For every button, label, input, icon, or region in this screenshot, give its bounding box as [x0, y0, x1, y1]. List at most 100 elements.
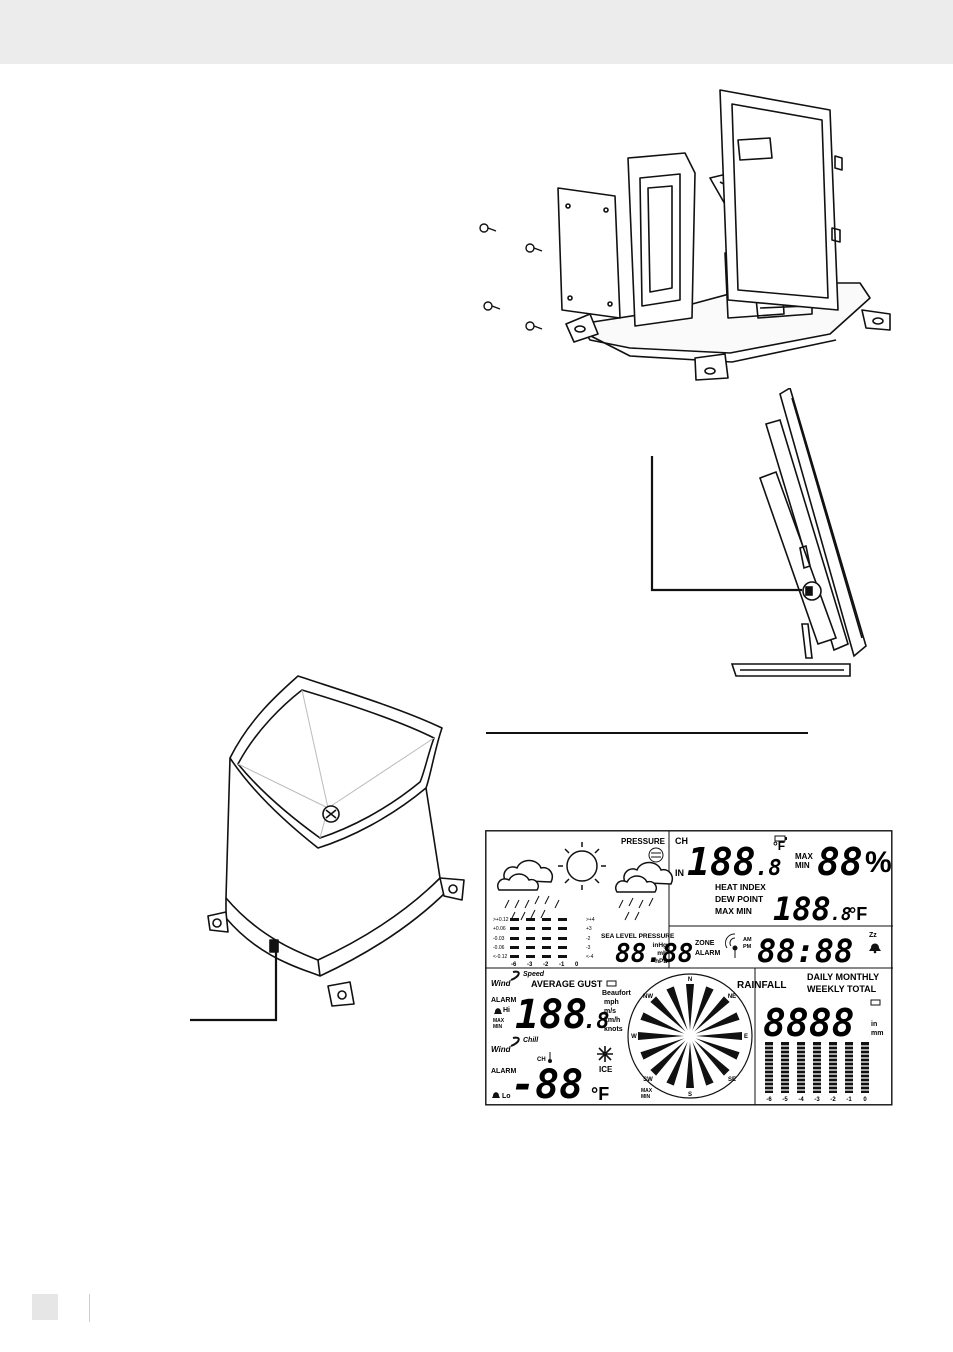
chill-digits: -88 — [511, 1062, 583, 1106]
snooze-label: Zz — [869, 932, 877, 939]
hi-bell-icon — [494, 1008, 502, 1014]
wind-compass: N NE E SE S SW W NW — [627, 973, 753, 1099]
pressure-unit-1: mb — [657, 950, 667, 957]
am-label: AM — [743, 937, 752, 943]
rain-period-line2: WEEKLY TOTAL — [807, 984, 877, 994]
rainfall-label: RAINFALL — [737, 980, 786, 991]
forecast-area: PRESSURE — [497, 837, 673, 921]
thermometer-icon — [548, 1052, 552, 1063]
rain-history-bars — [765, 1042, 869, 1093]
history-right-label-4: <-4 — [586, 954, 594, 960]
average-gust-label: AVERAGE GUST — [531, 979, 603, 989]
page-number-box — [32, 1294, 58, 1320]
compass-se: SE — [728, 1077, 736, 1083]
hi-label: Hi — [503, 1007, 510, 1014]
base-station-side-illustration — [650, 388, 867, 677]
rain-period-line1: DAILY MONTHLY — [807, 972, 879, 982]
time-digits: 88:88 — [757, 932, 853, 970]
pm-label: PM — [743, 944, 752, 950]
rain-axis-2: -4 — [798, 1097, 804, 1103]
pressure-unit-2: hPa — [655, 958, 667, 965]
min-label: MIN — [795, 861, 810, 870]
chill-channel-label: CH — [537, 1057, 546, 1063]
lo-bell-icon — [492, 1092, 500, 1098]
lcd-display-diagram: PRESSURE >+0.12 +0.06 -0.03 -0.06 <-0.12 — [485, 830, 893, 1106]
rain-axis-1: -5 — [782, 1097, 788, 1103]
temperature-unit: °F — [773, 839, 785, 853]
cloud-rain-left-icon — [497, 859, 553, 891]
connector-callout-line — [650, 456, 802, 592]
rain-axis-0: -6 — [766, 1097, 772, 1103]
history-left-label-0: >+0.12 — [493, 917, 509, 923]
wind-unit-0: Beaufort — [602, 990, 631, 997]
derived-unit: °F — [849, 904, 867, 924]
history-left-label-1: +0.06 — [493, 926, 506, 932]
derived-decimal: .8 — [830, 904, 852, 925]
rain-bar-segments — [763, 1045, 871, 1091]
history-bars — [510, 918, 567, 958]
chill-wind-label: Wind — [491, 1045, 512, 1054]
rain-unit-mm: mm — [871, 1030, 883, 1037]
history-axis-4: 0 — [575, 962, 579, 968]
dew-point-label: DEW POINT — [715, 894, 764, 904]
history-axis-3: -1 — [559, 962, 565, 968]
speed-label: Speed — [523, 971, 545, 978]
sensor-assembly-illustration — [479, 89, 891, 381]
wind-unit-3: km/h — [604, 1017, 620, 1024]
pressure-label: PRESSURE — [621, 837, 666, 846]
compass-rose — [638, 984, 742, 1088]
indoor-label: IN — [675, 868, 684, 878]
compass-n: N — [688, 977, 692, 983]
cloud-storm-right-icon — [615, 861, 673, 893]
history-left-label-4: <-0.12 — [493, 954, 508, 960]
rain-axis-6: 0 — [863, 1097, 867, 1103]
radio-signal-icon — [724, 933, 738, 958]
chill-alarm-label: ALARM — [491, 1068, 516, 1075]
wind-area: Wind Speed AVERAGE GUST ALARM Hi MAX MIN… — [491, 970, 631, 1038]
channel-label: CH — [675, 836, 688, 846]
wind-min-label: MIN — [493, 1024, 503, 1030]
wind-digits: 188 — [515, 992, 587, 1038]
rain-digits: 8888 — [763, 1001, 855, 1045]
rain-battery-icon — [870, 999, 881, 1006]
wind-decimal: .8 — [583, 1009, 610, 1034]
chill-swirl-icon — [510, 1036, 520, 1047]
compass-w: W — [631, 1034, 637, 1040]
header-band — [0, 0, 953, 64]
history-axis-2: -2 — [543, 962, 549, 968]
chill-label: Chill — [523, 1037, 539, 1044]
compass-sw: SW — [643, 1077, 653, 1083]
lo-label: Lo — [502, 1093, 511, 1100]
history-right-label-1: +3 — [586, 926, 592, 932]
chill-min-label: MIN — [641, 1094, 651, 1100]
rain-drops — [504, 895, 654, 921]
alarm-bell-icon — [869, 943, 881, 954]
compass-s: S — [688, 1092, 692, 1098]
wind-max-label: MAX — [493, 1018, 505, 1024]
battery-icon — [774, 835, 787, 842]
zone-label: ZONE — [695, 940, 715, 947]
rain-axis-4: -2 — [830, 1097, 836, 1103]
history-left-label-2: -0.03 — [493, 936, 505, 942]
rain-axis-3: -3 — [814, 1097, 820, 1103]
pressure-trend-icon — [648, 847, 664, 863]
heat-index-label: HEAT INDEX — [715, 882, 766, 892]
pressure-unit-0: inHg — [653, 942, 667, 949]
time-alarm-label: ALARM — [695, 950, 720, 957]
ice-label: ICE — [599, 1065, 613, 1074]
wind-label: Wind — [491, 979, 512, 988]
humidity-unit: % — [865, 846, 892, 879]
rain-axis-5: -1 — [846, 1097, 852, 1103]
snowflake-icon — [597, 1046, 613, 1062]
compass-e: E — [744, 1034, 748, 1040]
section-rule — [486, 732, 808, 734]
compass-nw: NW — [643, 994, 653, 1000]
sea-level-pressure-label: SEA LEVEL PRESSURE — [601, 933, 675, 940]
derived-digits: 188 — [773, 890, 831, 928]
chill-max-label: MAX — [641, 1088, 653, 1094]
wind-swirl-icon — [510, 970, 520, 981]
wind-unit-1: mph — [604, 999, 619, 1006]
pressure-history: >+0.12 +0.06 -0.03 -0.06 <-0.12 >+4 +3 -… — [493, 917, 693, 969]
sun-icon — [558, 842, 606, 890]
history-right-label-2: -2 — [586, 936, 591, 942]
